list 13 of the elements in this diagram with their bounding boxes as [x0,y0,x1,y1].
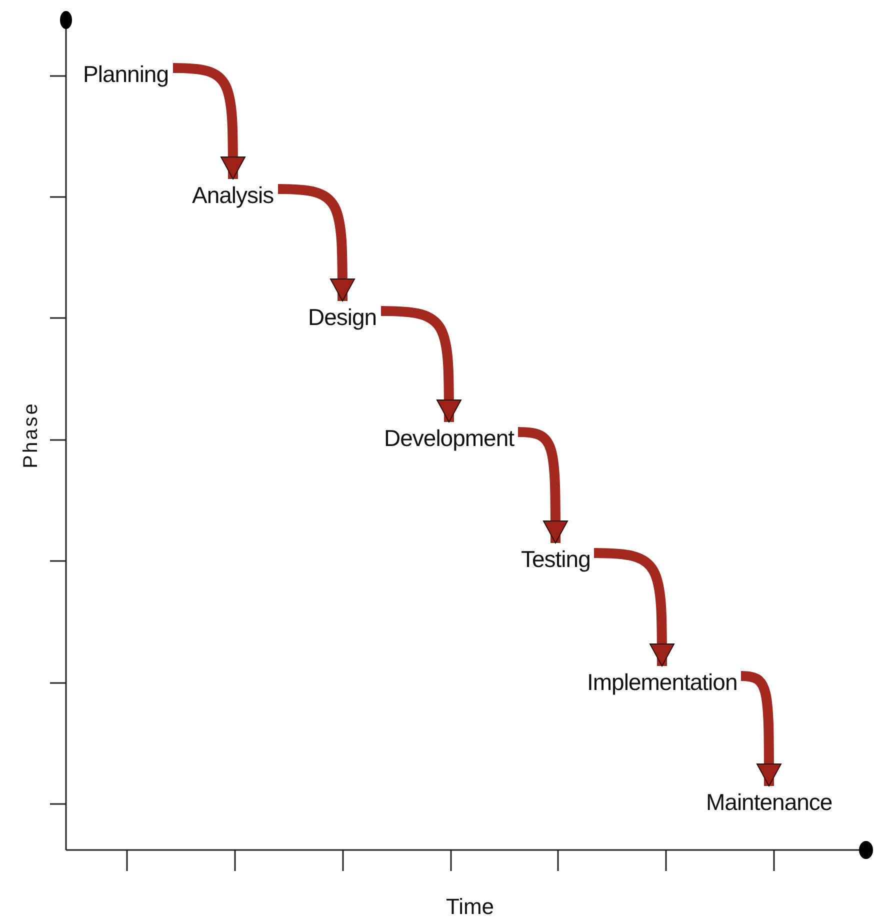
phase-label: Planning [83,60,169,88]
curved-arrow [594,548,674,666]
phase-label: Testing [521,545,590,573]
phase-label: Maintenance [706,788,832,816]
axis-title: Phase [19,400,43,470]
curved-arrow [380,306,462,422]
curved-arrow [172,63,246,180]
phase-label: Implementation [587,668,738,696]
axis-title: Time [444,893,496,921]
phase-label: Analysis [192,181,274,209]
phase-label: Design [308,303,377,331]
phase-label: Development [384,424,514,452]
curved-arrow [278,184,355,302]
